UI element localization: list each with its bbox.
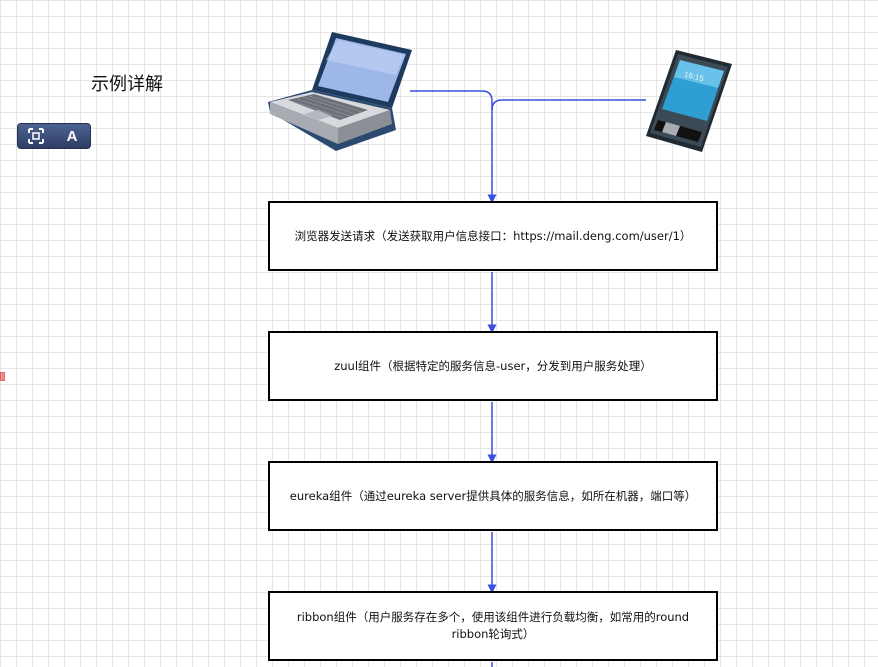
- laptop-icon: [268, 32, 412, 151]
- browser-request-label: 浏览器发送请求（发送获取用户信息接口：https://mail.deng.com…: [294, 228, 692, 243]
- zuul-component-label: zuul组件（根据特定的服务信息-user，分发到用户服务处理）: [334, 358, 652, 373]
- zuul-component-box[interactable]: zuul组件（根据特定的服务信息-user，分发到用户服务处理）: [268, 331, 718, 401]
- ribbon-component-label: ribbon组件（用户服务存在多个，使用该组件进行负载均衡，如常用的round …: [296, 610, 690, 641]
- text-tool-button[interactable]: A: [66, 127, 78, 145]
- edge-handle[interactable]: [0, 372, 5, 381]
- ribbon-component-box[interactable]: ribbon组件（用户服务存在多个，使用该组件进行负载均衡，如常用的round …: [268, 591, 718, 661]
- selection-frame-icon: [28, 128, 44, 144]
- smartphone-icon: 16:15: [646, 50, 732, 152]
- laptop-connector: [410, 90, 497, 204]
- eureka-component-box[interactable]: eureka组件（通过eureka server提供具体的服务信息，如所在机器，…: [268, 461, 718, 531]
- select-frame-button[interactable]: [18, 124, 54, 148]
- eureka-component-label: eureka组件（通过eureka server提供具体的服务信息，如所在机器，…: [289, 488, 697, 503]
- diagram-title: 示例详解: [91, 74, 163, 95]
- browser-request-box[interactable]: 浏览器发送请求（发送获取用户信息接口：https://mail.deng.com…: [268, 201, 718, 271]
- floating-toolbar[interactable]: A: [17, 123, 91, 149]
- phone-connector: [491, 99, 646, 111]
